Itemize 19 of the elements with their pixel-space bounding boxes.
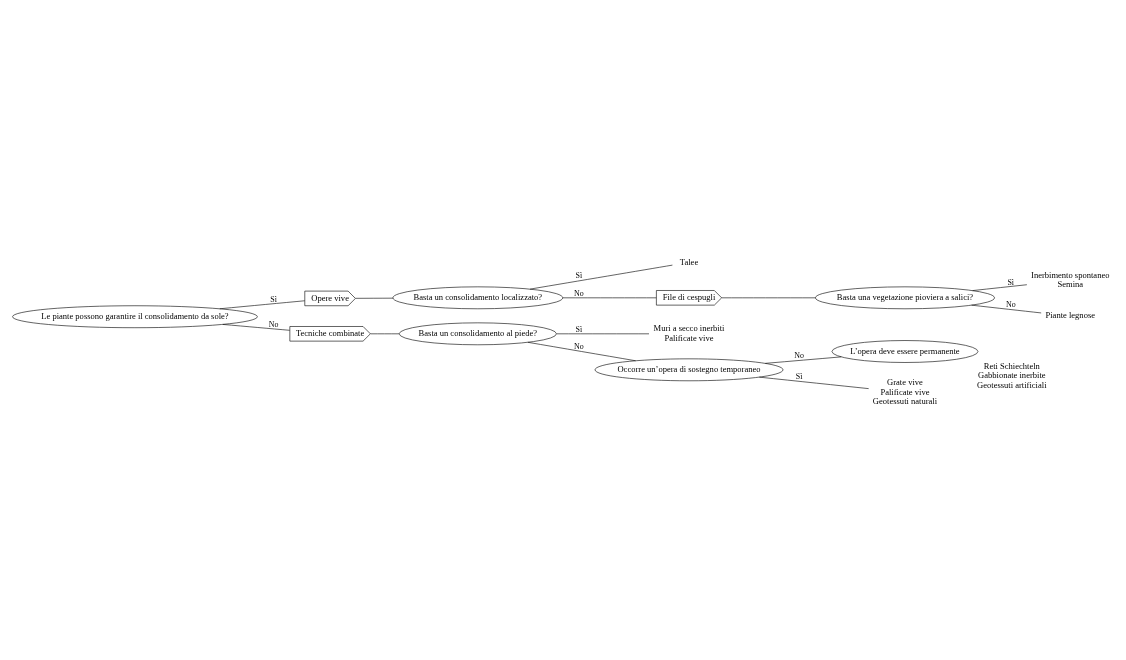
node-label: Geotessuti artificiali [977, 379, 1047, 390]
connector [765, 356, 842, 364]
node-label: Gabbionate inerbite [978, 370, 1046, 381]
node-text: Muri a secco inerbiti Palificate vive [653, 323, 725, 343]
node-text: Talee [679, 256, 699, 267]
connector [972, 284, 1028, 291]
node-ellipse: Basta un consolidamento al piede? [398, 322, 557, 346]
connector [222, 324, 290, 331]
node-text: Piante legnose [1045, 310, 1096, 321]
node-text: Grate vive Palificate vive Geotessuti naturali [872, 377, 938, 406]
node-ellipse: Occorre un’opera di sostegno temporaneo [594, 358, 784, 382]
node-ellipse: Basta un consolidamento localizzato? [392, 286, 564, 310]
connector [219, 300, 305, 310]
node-ellipse: Le piante possono garantire il consolidamento da sole? [12, 305, 258, 328]
node-text: Inerbimento spontaneo Semina [1031, 269, 1110, 289]
node-ellipse: Basta una vegetazione pioviera a salici? [815, 286, 995, 310]
node-ellipse: L’opera deve essere permanente [831, 340, 979, 363]
node-label: Reti Schiechteln [983, 361, 1040, 372]
connector [527, 342, 636, 362]
